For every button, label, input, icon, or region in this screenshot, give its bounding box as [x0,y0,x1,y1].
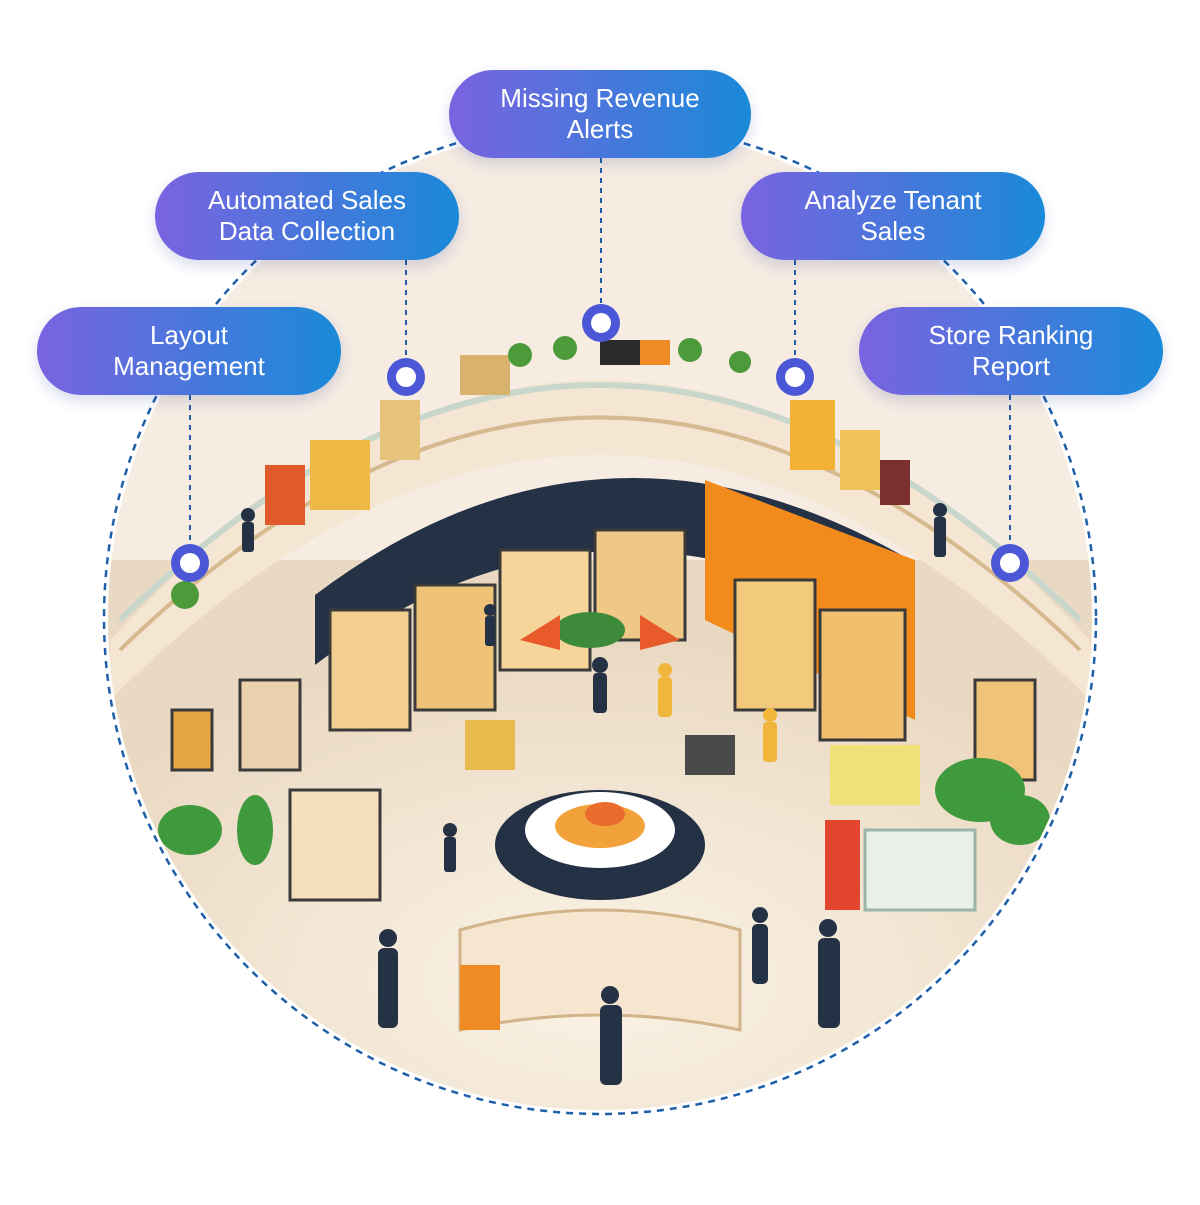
pill-line-1: Missing Revenue [500,83,700,113]
pill-line-2: Report [971,351,1051,381]
balcony-railing [117,382,1083,623]
gold-display [465,720,515,770]
node-automated-sales [387,358,425,396]
node-store-ranking [991,544,1029,582]
store-ranking-report-label: Store Ranking Report [859,307,1163,395]
pill-line-2: Alerts [566,114,634,144]
red-kiosk [825,820,860,910]
node-layout-management [171,544,209,582]
missing-revenue-alerts-label: Missing Revenue Alerts [449,70,751,158]
pill-line-1: Layout [149,320,229,350]
pill-line-1: Automated Sales [207,185,406,215]
pill-line-1: Store Ranking [928,320,1094,350]
node-missing-revenue [582,304,620,342]
display-counter [458,908,742,1032]
upper-shops [265,340,910,525]
pill-line-2: Management [113,351,265,381]
shoppers [241,503,947,1085]
store-windows [170,528,1037,782]
node-analyze-tenant [776,358,814,396]
central-planter [555,612,625,648]
node-markers [171,304,1029,582]
pill-line-2: Sales [860,216,926,246]
connector-lines [189,158,1011,552]
green-hedges [158,758,1050,865]
yellow-stall [830,745,920,805]
dashed-outer-ring [102,120,1098,1116]
pill-line-1: Analyze Tenant [804,185,982,215]
pill-line-2: Data Collection [218,216,396,246]
layout-management-label: Layout Management [37,307,341,395]
analyze-tenant-sales-label: Analyze Tenant Sales [741,172,1045,260]
automated-sales-data-collection-label: Automated Sales Data Collection [155,172,459,260]
upper-plants [171,336,751,609]
left-kiosk [288,788,382,902]
